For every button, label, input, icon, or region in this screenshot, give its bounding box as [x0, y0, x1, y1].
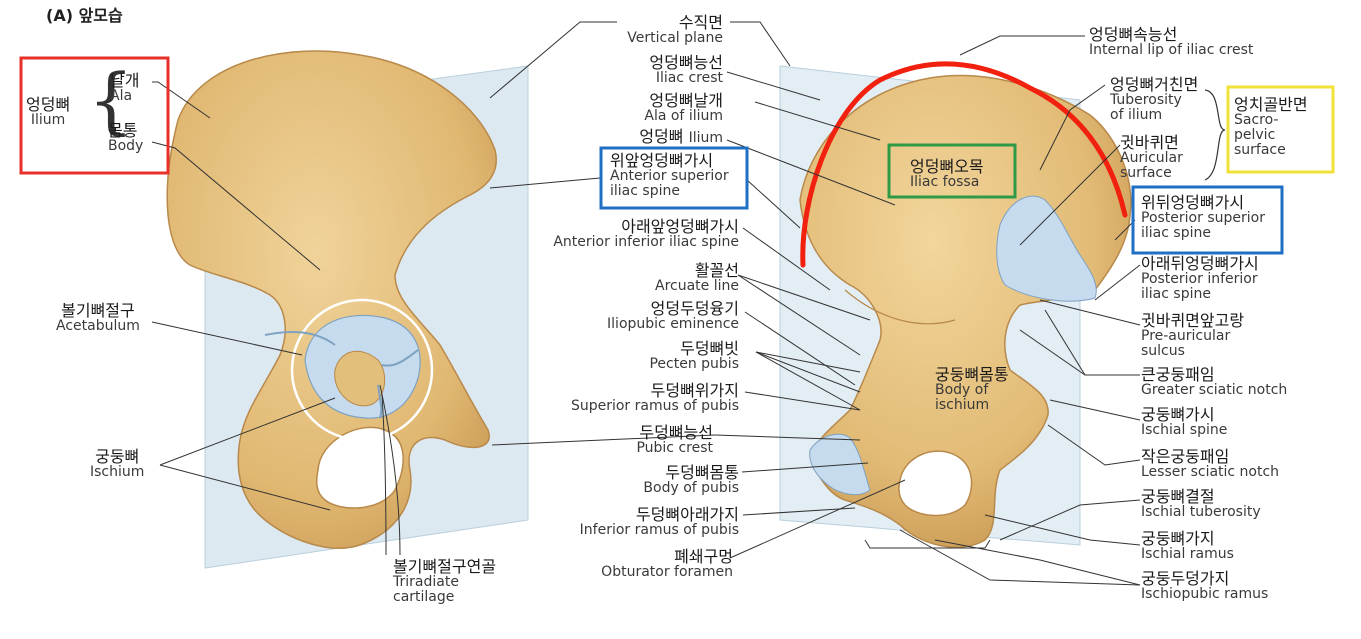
psis-blue-box	[1131, 185, 1284, 255]
label-ilium-center: 엉덩뼈 Ilium	[639, 127, 723, 146]
label-pubic-crest: 두덩뼈능선 Pubic crest	[636, 423, 713, 457]
label-preauricular: 귓바퀴면앞고랑 Pre-auricular sulcus	[1141, 311, 1245, 360]
figure-title: (A) 앞모습	[46, 6, 123, 25]
asis-blue-box	[599, 146, 749, 210]
left-hip-bone	[166, 50, 497, 549]
label-ala: 날개 Ala	[110, 71, 140, 105]
arcuate-line	[844, 289, 956, 325]
acetabulum-fossa	[334, 350, 386, 407]
label-ischiopubic-ramus: 궁둥두덩가지 Ischiopubic ramus	[1141, 569, 1269, 603]
acetabulum-zoom-circle	[290, 298, 434, 442]
label-asis: 위앞엉덩뼈가시 Anterior superior iliac spine	[610, 151, 729, 200]
ilium-red-box	[19, 56, 170, 175]
label-body: 몸통 Body	[108, 121, 144, 155]
label-iliopubic-eminence: 엉덩두덩융기 Iliopubic eminence	[607, 299, 739, 333]
label-lesser-sciatic-notch: 작은궁둥패임 Lesser sciatic notch	[1141, 447, 1280, 481]
label-pecten-pubis: 두덩뼈빗 Pecten pubis	[649, 339, 739, 373]
auricular-surface-cartilage	[996, 195, 1097, 302]
label-ischial-ramus: 궁둥뼈가지 Ischial ramus	[1141, 529, 1234, 563]
label-superior-ramus: 두덩뼈위가지 Superior ramus of pubis	[570, 381, 739, 415]
label-internal-lip: 엉덩뼈속능선 Internal lip of iliac crest	[1089, 25, 1254, 59]
label-acetabulum: 볼기뼈절구 Acetabulum	[56, 301, 140, 335]
right-hip-bone	[799, 74, 1132, 548]
label-aiis: 아래앞엉덩뼈가시 Anterior inferior iliac spine	[553, 217, 739, 251]
label-vertical-plane: 수직면 Vertical plane	[627, 13, 723, 47]
ilium-brace: {	[88, 58, 134, 142]
symphyseal-surface	[809, 433, 871, 496]
label-inferior-ramus: 두덩뼈아래가지 Inferior ramus of pubis	[579, 505, 739, 539]
label-iliac-fossa: 엉덩뼈오목 Iliac fossa	[910, 157, 984, 191]
sacropelvic-brace	[1204, 89, 1226, 181]
label-ilium: 엉덩뼈 Ilium	[26, 95, 71, 129]
label-obturator-foramen: 폐쇄구멍 Obturator foramen	[601, 547, 733, 581]
label-psis: 위뒤엉덩뼈가시 Posterior superior iliac spine	[1141, 193, 1265, 242]
label-iliac-crest: 엉덩뼈능선 Iliac crest	[649, 53, 723, 87]
label-ischium-left: 궁둥뼈 Ischium	[90, 447, 145, 481]
iliac-fossa-green-box	[887, 143, 1017, 199]
label-body-of-pubis: 두덩뼈몸통 Body of pubis	[643, 463, 739, 497]
internal-lip-highlight	[800, 61, 1128, 268]
ischiopubic-bracket	[864, 539, 991, 549]
label-ischial-spine: 궁둥뼈가시 Ischial spine	[1141, 405, 1228, 439]
right-obturator-hole	[898, 450, 973, 517]
triradiate-lines	[264, 331, 419, 419]
label-tuberosity-ilium: 엉덩뼈거친면 Tuberosity of ilium	[1110, 75, 1199, 124]
sacropelvic-yellow-box	[1226, 85, 1335, 174]
left-obturator-hole	[315, 426, 404, 509]
label-ala-of-ilium: 엉덩뼈날개 Ala of ilium	[644, 91, 723, 125]
label-body-of-ischium: 궁둥뼈몸통 Body of ischium	[935, 365, 1009, 414]
label-piis: 아래뒤엉덩뼈가시 Posterior inferior iliac spine	[1141, 254, 1259, 303]
label-greater-sciatic-notch: 큰궁둥패임 Greater sciatic notch	[1141, 365, 1288, 399]
label-triradiate: 볼기뼈절구연골 Triradiate cartilage	[393, 557, 497, 606]
label-arcuate-line: 활꼴선 Arcuate line	[655, 261, 739, 295]
label-ischial-tuberosity: 궁둥뼈결절 Ischial tuberosity	[1141, 487, 1261, 521]
label-sacropelvic: 엉치골반면 Sacro- pelvic surface	[1234, 95, 1308, 159]
label-auricular: 귓바퀴면 Auricular surface	[1120, 133, 1183, 182]
leader-lines	[151, 21, 1141, 586]
